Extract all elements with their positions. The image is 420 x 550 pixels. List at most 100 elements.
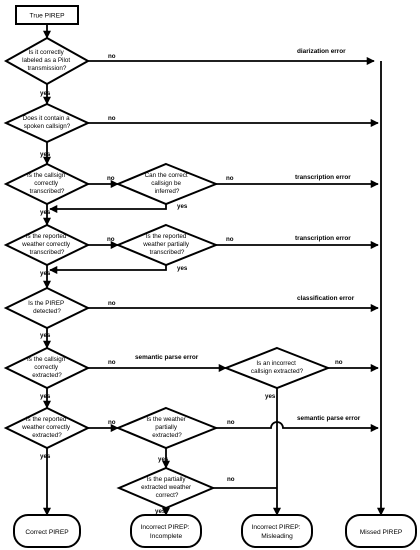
- classification-error-label: classification error: [297, 295, 355, 302]
- branch-labels: no yes no yes no no yes yes no no yes ye…: [40, 53, 343, 515]
- decision-line: Is the reported: [26, 416, 67, 423]
- yes-label: yes: [40, 393, 51, 400]
- outcome-line: Misleading: [261, 533, 293, 540]
- outcome-line: Missed PIREP: [360, 529, 403, 536]
- decision-line: Is the reported: [146, 233, 187, 240]
- svg-text:Is it correctly labeled: Is it correctly labeled as a Pilot trans…: [22, 49, 72, 72]
- decision-line: Is the callsign: [27, 356, 66, 363]
- decision-incorrect-callsign: Is an incorrect callsign extracted?: [223, 346, 331, 390]
- yes-label: yes: [40, 270, 51, 277]
- start-label: True PIREP: [30, 13, 66, 20]
- yes-label: yes: [177, 265, 188, 272]
- decision-line: Can the correct: [145, 172, 188, 179]
- decision-callsign-transcribed: Is the callsign correctly transcribed?: [3, 162, 91, 206]
- svg-text:Is an incorrect callsign: Is an incorrect callsign extracted?: [251, 360, 304, 375]
- decision-spoken-callsign: Does it contain a spoken callsign?: [3, 102, 91, 144]
- decision-line: labeled as a Pilot: [22, 57, 70, 64]
- no-label: no: [107, 236, 115, 243]
- decision-pirep-detected: Is the PIREP detected?: [3, 286, 91, 330]
- svg-text:Does it contain a spoken: Does it contain a spoken callsign?: [23, 115, 72, 130]
- svg-text:Is the reported weather: Is the reported weather correctly transc…: [21, 233, 72, 256]
- decision-line: Is the callsign: [27, 172, 66, 179]
- svg-text:Can the correct callsign: Can the correct callsign be inferred?: [145, 172, 190, 195]
- svg-text:Is the callsign correctl: Is the callsign correctly transcribed?: [27, 172, 67, 195]
- decision-line: extracted?: [32, 432, 62, 439]
- svg-text:Is the reported weather: Is the reported weather correctly extrac…: [21, 416, 72, 439]
- decision-partial-weather-correct: Is the partially extracted weather corre…: [116, 466, 216, 510]
- no-label: no: [108, 115, 116, 122]
- svg-text:Is the weather partially: Is the weather partially extracted?: [146, 416, 187, 439]
- svg-text:Is the partially extract: Is the partially extracted weather corre…: [141, 476, 193, 499]
- outcome-line: Correct PIREP: [25, 529, 69, 536]
- decision-callsign-inferred: Can the correct callsign be inferred?: [115, 162, 219, 206]
- outcome-line: Incorrect PIREP:: [141, 524, 190, 531]
- decision-line: Is the PIREP: [28, 300, 64, 307]
- svg-text:Missed PIREP: Missed PIREP: [360, 529, 403, 536]
- decision-weather-partially-extracted: Is the weather partially extracted?: [115, 406, 219, 450]
- no-label: no: [108, 300, 116, 307]
- start-node: True PIREP: [15, 5, 79, 25]
- yes-label: yes: [155, 508, 166, 515]
- decision-line: spoken callsign?: [24, 123, 71, 130]
- decision-line: extracted?: [152, 432, 182, 439]
- decision-weather-partially-transcribed: Is the reported weather partially transc…: [115, 223, 219, 267]
- no-label: no: [108, 53, 116, 60]
- no-label: no: [335, 359, 343, 366]
- decision-line: Is the weather: [146, 416, 186, 423]
- outcome-line: Incomplete: [150, 533, 183, 540]
- decision-line: weather partially: [142, 241, 190, 248]
- decision-weather-transcribed: Is the reported weather correctly transc…: [3, 223, 91, 267]
- no-label: no: [108, 419, 116, 426]
- decision-line: callsign be: [151, 180, 181, 187]
- yes-label: yes: [158, 456, 169, 463]
- decision-line: weather correctly: [21, 241, 71, 248]
- svg-text:Incorrect PIREP: Incompl: Incorrect PIREP: Incomplete: [141, 524, 192, 540]
- decision-line: correct?: [156, 492, 179, 499]
- yes-label: yes: [40, 209, 51, 216]
- no-label: no: [226, 175, 234, 182]
- decision-line: detected?: [33, 308, 61, 315]
- semantic-parse-error-label: semantic parse error: [297, 415, 361, 422]
- decision-line: partially: [155, 424, 178, 431]
- no-label: no: [107, 175, 115, 182]
- yes-label: yes: [40, 332, 51, 339]
- svg-text:Is the reported weather: Is the reported weather partially transc…: [142, 233, 191, 256]
- decision-line: weather correctly: [21, 424, 71, 431]
- outcome-misleading: Incorrect PIREP: Misleading: [241, 514, 313, 548]
- decision-line: Does it contain a: [23, 115, 70, 122]
- yes-label: yes: [265, 393, 276, 400]
- decision-line: transcribed?: [30, 188, 65, 195]
- outcome-missed-pirep: Missed PIREP: [345, 514, 417, 548]
- semantic-parse-error-label: semantic parse error: [135, 354, 199, 361]
- yes-label: yes: [40, 453, 51, 460]
- transcription-error-label: transcription error: [295, 174, 351, 181]
- decision-callsign-extracted: Is the callsign correctly extracted?: [3, 346, 91, 390]
- no-label: no: [108, 359, 116, 366]
- decision-line: inferred?: [155, 188, 180, 195]
- decision-labeled-pilot: Is it correctly labeled as a Pilot trans…: [3, 36, 91, 86]
- decision-line: transcribed?: [150, 249, 185, 256]
- decision-line: Is the reported: [26, 233, 67, 240]
- svg-text:Correct PIREP: Correct PIREP: [25, 529, 69, 536]
- decision-line: callsign extracted?: [251, 368, 304, 375]
- connector-lines: [42, 24, 386, 516]
- diarization-error-label: diarization error: [297, 48, 346, 55]
- outcome-incomplete: Incorrect PIREP: Incomplete: [130, 514, 202, 548]
- decision-line: transmission?: [28, 65, 67, 72]
- yes-label: yes: [177, 203, 188, 210]
- yes-label: yes: [40, 90, 51, 97]
- error-labels: diarization error transcription error tr…: [135, 48, 361, 422]
- no-label: no: [227, 476, 235, 483]
- decision-line: extracted?: [32, 372, 62, 379]
- yes-label: yes: [40, 151, 51, 158]
- outcome-line: Incorrect PIREP:: [252, 524, 301, 531]
- decision-line: Is it correctly: [28, 49, 64, 56]
- decision-line: extracted weather: [141, 484, 191, 491]
- svg-text:Is the PIREP detected?: Is the PIREP detected?: [28, 300, 66, 315]
- transcription-error-label: transcription error: [295, 235, 351, 242]
- decision-line: Is the partially: [147, 476, 187, 483]
- outcome-correct-pirep: Correct PIREP: [13, 514, 81, 548]
- no-label: no: [227, 419, 235, 426]
- decision-line: correctly: [34, 364, 59, 371]
